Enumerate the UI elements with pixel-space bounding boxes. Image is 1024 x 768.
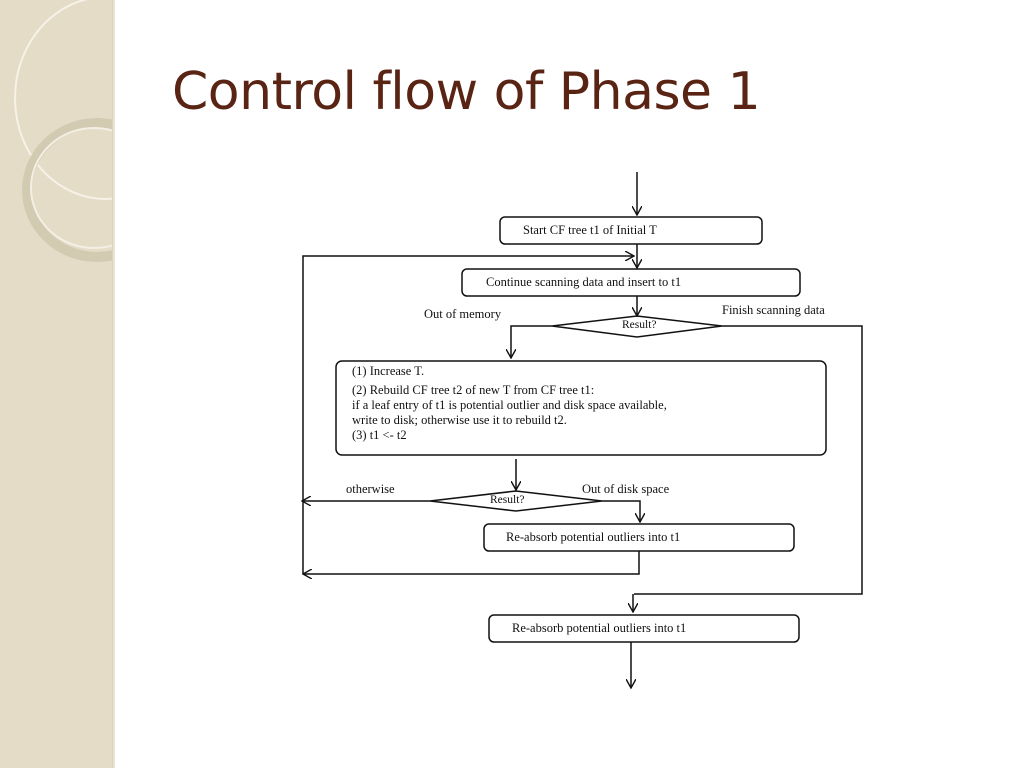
loop-back-arrow [302, 256, 634, 574]
out-of-disk-label: Out of disk space [582, 482, 670, 496]
rebuild-step-1: (1) Increase T. [352, 364, 425, 378]
decorative-sidebar [0, 0, 112, 768]
out-of-memory-label: Out of memory [424, 307, 502, 321]
arrow-out-of-disk [602, 500, 640, 522]
rebuild-step-2-detail-b: write to disk; otherwise use it to rebui… [352, 413, 567, 427]
finish-scanning-label: Finish scanning data [722, 303, 825, 317]
reabsorb-final-box [488, 614, 800, 643]
reabsorb-inner-label: Re-absorb potential outliers into t1 [506, 530, 681, 544]
reabsorb-final-label: Re-absorb potential outliers into t1 [512, 621, 687, 635]
start-box [499, 216, 763, 245]
rebuild-steps: (1) Increase T. (2) Rebuild CF tree t2 o… [352, 364, 667, 443]
arrow-out-of-memory [511, 325, 552, 358]
otherwise-label: otherwise [346, 482, 395, 496]
sidebar-divider [112, 0, 115, 768]
start-box-label: Start CF tree t1 of Initial T [523, 223, 657, 237]
slide-title: Control flow of Phase 1 [172, 62, 761, 122]
rebuild-step-3: (3) t1 <- t2 [352, 428, 407, 442]
scan-box-label: Continue scanning data and insert to t1 [486, 275, 682, 289]
decision-1-label: Result? [622, 319, 657, 331]
arrow-loop-return [303, 551, 640, 574]
decision-2-label: Result? [490, 494, 525, 506]
scan-box [461, 268, 801, 297]
line-finish-scanning [634, 325, 863, 595]
rebuild-step-2-detail-a: if a leaf entry of t1 is potential outli… [352, 398, 667, 412]
rebuild-step-2: (2) Rebuild CF tree t2 of new T from CF … [352, 383, 595, 397]
rebuild-box [335, 360, 827, 456]
